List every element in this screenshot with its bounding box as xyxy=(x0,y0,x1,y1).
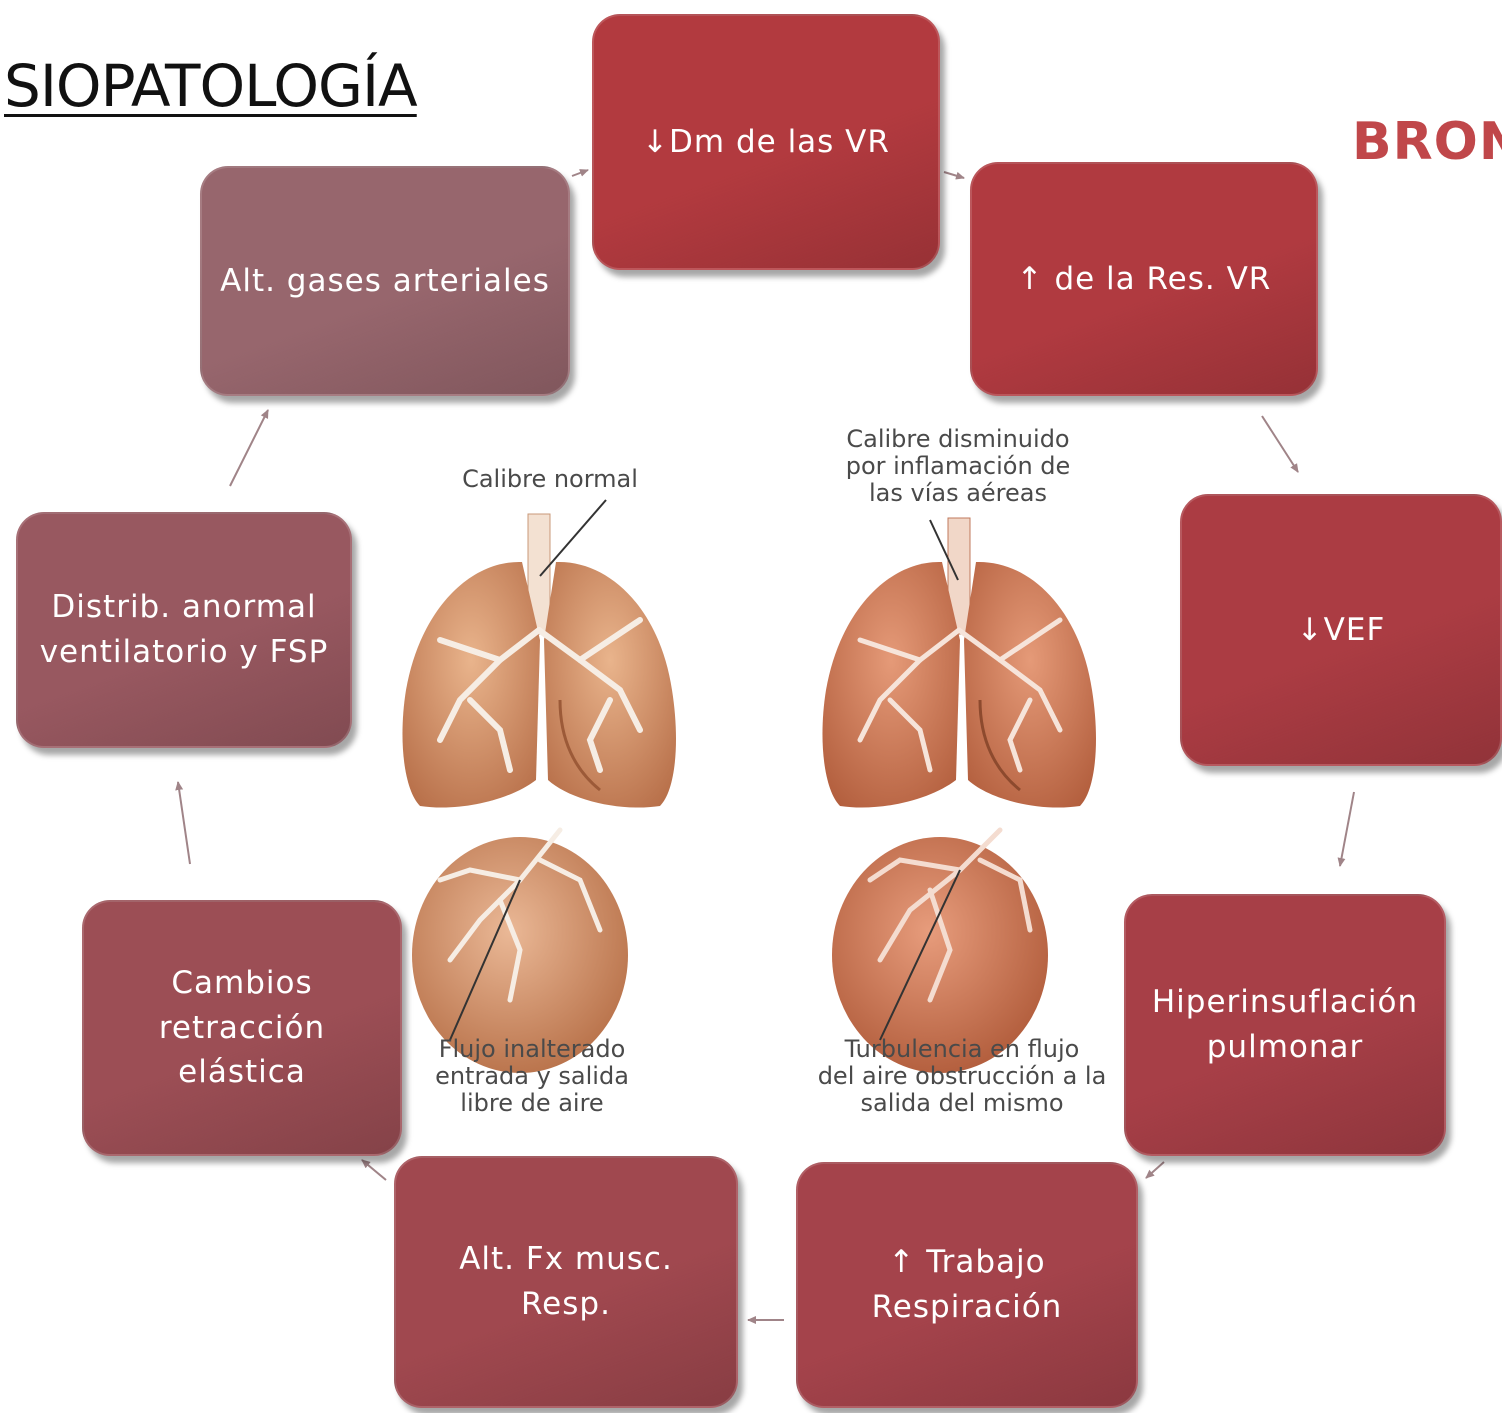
box-distrib: Distrib. anormal ventilatorio y FSP xyxy=(16,512,352,748)
inflamed-lungs-icon xyxy=(822,517,1096,808)
box-vef: ↓VEF xyxy=(1180,494,1502,766)
arrow-res-to-vef xyxy=(1261,415,1299,473)
page-title: SIOPATOLOGÍA xyxy=(4,52,418,120)
arrow-hiper-to-trabajo xyxy=(1145,1161,1165,1179)
box-fx-musc: Alt. Fx musc. Resp. xyxy=(394,1156,738,1408)
label-turbulencia: Turbulencia en flujo del aire obstrucció… xyxy=(817,1035,1107,1117)
arrow-dm-to-res xyxy=(943,171,965,180)
arrow-retraccion-to-distrib xyxy=(175,781,191,865)
arrow-fx-to-retraccion xyxy=(361,1159,387,1181)
label-flujo-inalterado: Flujo inalterado entrada y salida libre … xyxy=(435,1035,629,1117)
normal-lungs-icon xyxy=(402,499,676,808)
normal-alveolus-icon xyxy=(412,827,628,1073)
box-hiperinsuflacion: Hiperinsuflación pulmonar xyxy=(1124,894,1446,1156)
box-retraccion: Cambios retracción elástica xyxy=(82,900,402,1156)
box-gases: Alt. gases arteriales xyxy=(200,166,570,396)
label-calibre-disminuido: Calibre disminuido por inflamación de la… xyxy=(845,425,1071,507)
brand-heading: BRON xyxy=(1352,112,1502,172)
arrow-gases-to-dm xyxy=(571,169,589,177)
arrow-distrib-to-gases xyxy=(229,409,269,487)
label-calibre-normal: Calibre normal xyxy=(462,465,638,493)
box-res-vr: ↑ de la Res. VR xyxy=(970,162,1318,396)
box-dm-vr: ↓Dm de las VR xyxy=(592,14,940,270)
obstructed-alveolus-icon xyxy=(832,827,1048,1073)
arrow-vef-to-hiper xyxy=(1337,791,1355,867)
box-trabajo: ↑ Trabajo Respiración xyxy=(796,1162,1138,1408)
